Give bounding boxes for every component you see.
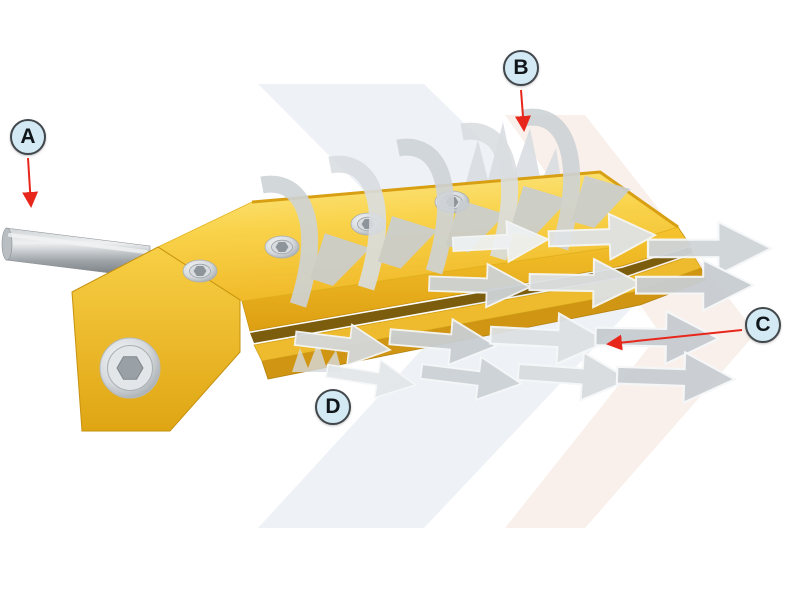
callout-b-label: B — [513, 56, 529, 79]
hex-screw-icon — [264, 235, 300, 259]
inlet-tube — [1, 227, 151, 279]
callout-c-label: C — [755, 313, 771, 336]
airflow-curved-arrow — [522, 108, 572, 251]
airflow-curved-arrow — [460, 122, 510, 261]
airflow-curved-arrow — [328, 155, 378, 291]
side-hex-screw — [99, 337, 161, 399]
pointer-arrow-b — [514, 89, 531, 132]
callout-d-label: D — [325, 395, 341, 418]
airflow-curved-arrow — [260, 175, 310, 308]
air-slot — [250, 247, 693, 343]
callout-b: B — [503, 50, 539, 86]
pointer-arrow-a — [22, 157, 39, 208]
callout-d: D — [315, 389, 351, 425]
pointer-arrow-c — [606, 329, 743, 351]
callout-a-label: A — [20, 125, 36, 148]
callout-a: A — [10, 119, 46, 155]
hex-screw-icon — [182, 259, 218, 283]
pointer-arrows — [22, 89, 743, 351]
callout-c: C — [745, 307, 781, 343]
entrained-air-arrows — [260, 108, 572, 308]
airflow-curved-arrow — [396, 138, 446, 275]
